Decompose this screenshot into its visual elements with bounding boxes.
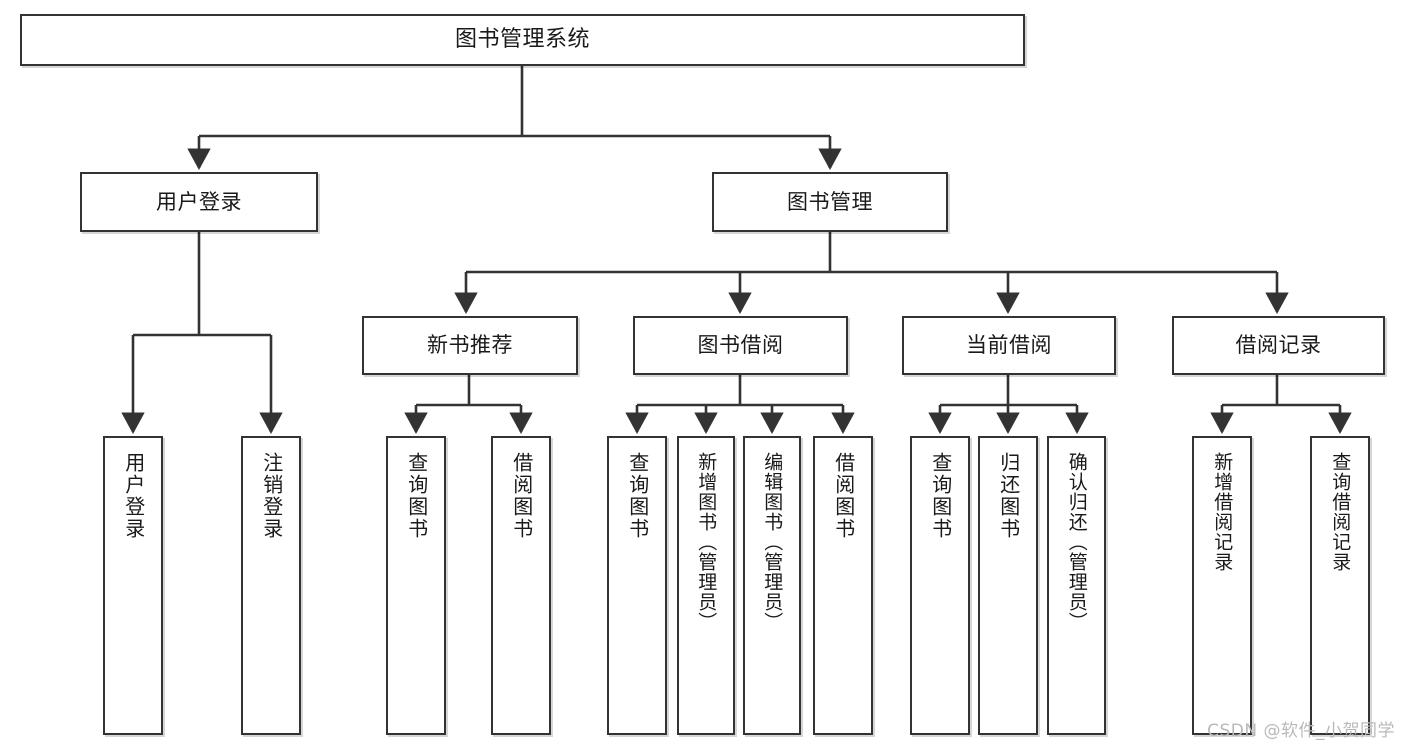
node-label: 查询图书 [404, 452, 429, 540]
node-user-login[interactable]: 用户登录 [80, 172, 318, 232]
node-label: 新增图书（管理员） [695, 452, 718, 632]
node-leaf-query-book-3[interactable]: 查询图书 [910, 436, 970, 735]
node-borrow-record[interactable]: 借阅记录 [1172, 316, 1385, 375]
node-leaf-add-record[interactable]: 新增借阅记录 [1192, 436, 1252, 735]
node-label: 当前借阅 [966, 333, 1052, 358]
node-label: 借阅记录 [1235, 333, 1322, 358]
node-label: 注销登录 [259, 452, 284, 540]
node-leaf-confirm-return[interactable]: 确认归还（管理员） [1047, 436, 1106, 735]
node-label: 用户登录 [121, 452, 146, 540]
node-label: 查询图书 [928, 452, 953, 540]
node-leaf-query-book-2[interactable]: 查询图书 [607, 436, 667, 735]
node-leaf-return-book[interactable]: 归还图书 [978, 436, 1038, 735]
csdn-watermark: CSDN @软件_小贺同学 [1207, 721, 1395, 741]
node-label: 查询图书 [625, 452, 650, 540]
node-label: 编辑图书（管理员） [761, 452, 784, 632]
node-book-manage[interactable]: 图书管理 [712, 172, 948, 232]
node-leaf-logout[interactable]: 注销登录 [241, 436, 301, 735]
node-label: 图书管理系统 [454, 27, 590, 53]
node-leaf-user-login[interactable]: 用户登录 [103, 436, 163, 735]
node-label: 新增借阅记录 [1211, 452, 1234, 572]
node-label: 借阅图书 [831, 452, 856, 540]
node-current-borrow[interactable]: 当前借阅 [902, 316, 1116, 375]
node-label: 用户登录 [156, 189, 242, 214]
node-label: 图书管理 [787, 189, 873, 214]
node-new-book-recommend[interactable]: 新书推荐 [362, 316, 578, 375]
node-leaf-edit-book[interactable]: 编辑图书（管理员） [743, 436, 801, 735]
node-leaf-add-book[interactable]: 新增图书（管理员） [677, 436, 735, 735]
node-leaf-borrow-book-2[interactable]: 借阅图书 [813, 436, 873, 735]
node-label: 查询借阅记录 [1329, 452, 1352, 572]
node-label: 归还图书 [996, 452, 1021, 540]
node-root-system[interactable]: 图书管理系统 [20, 14, 1025, 66]
node-label: 确认归还（管理员） [1065, 452, 1088, 632]
node-leaf-query-record[interactable]: 查询借阅记录 [1310, 436, 1370, 735]
node-label: 新书推荐 [427, 333, 513, 358]
node-leaf-query-book-1[interactable]: 查询图书 [386, 436, 446, 735]
node-label: 借阅图书 [509, 452, 534, 540]
node-leaf-borrow-book-1[interactable]: 借阅图书 [491, 436, 551, 735]
node-book-borrow[interactable]: 图书借阅 [633, 316, 848, 375]
node-label: 图书借阅 [697, 333, 784, 358]
